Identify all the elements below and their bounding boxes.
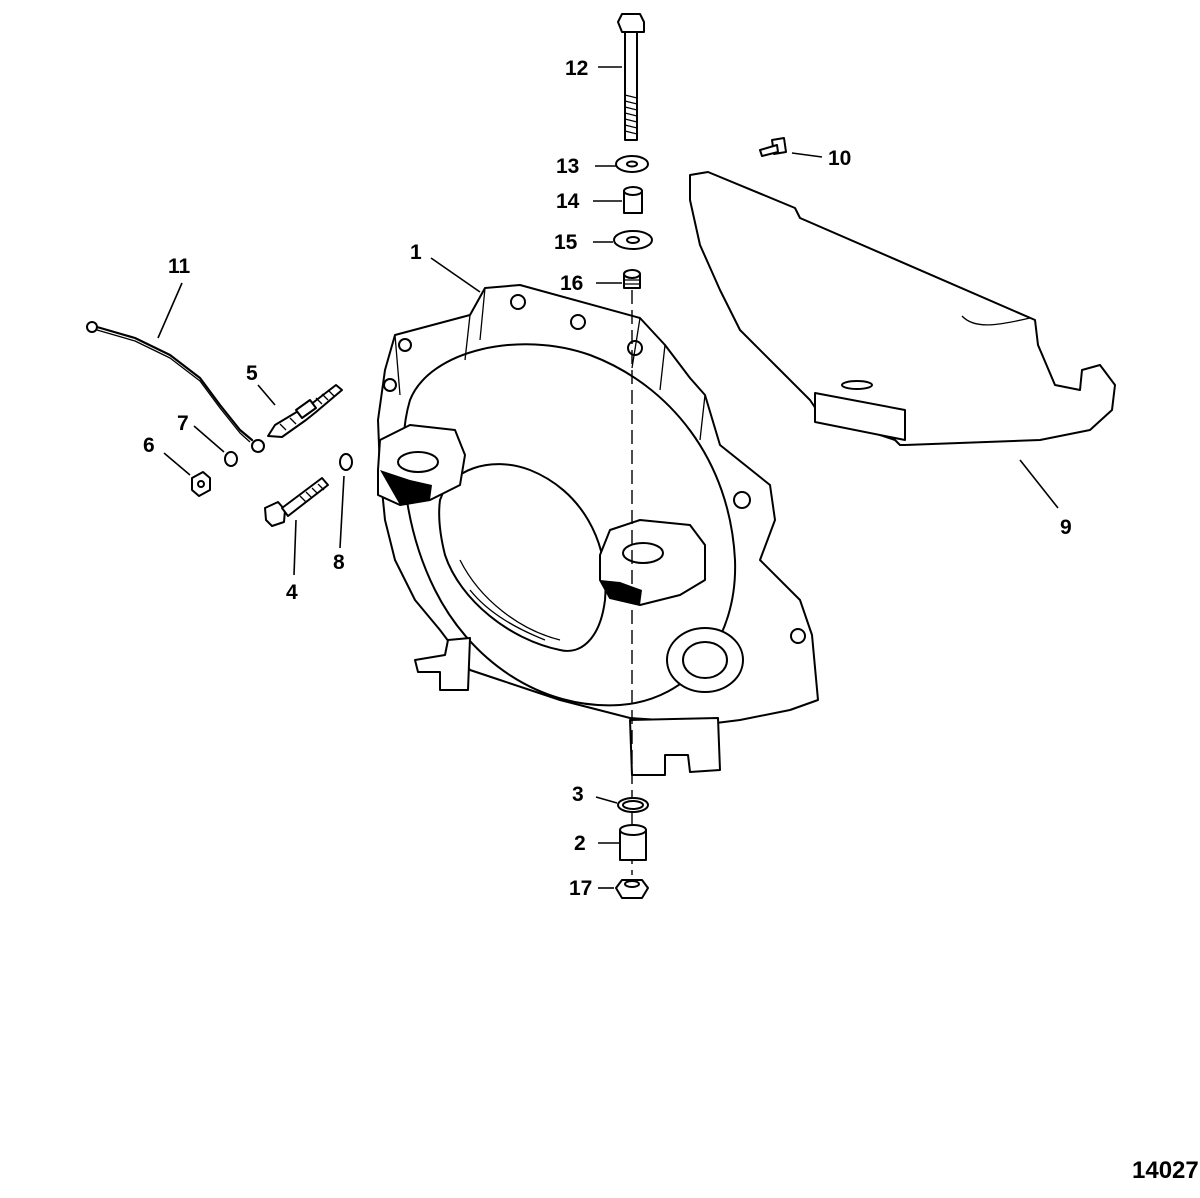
callout-11: 11 (168, 255, 191, 278)
grommet-16 (623, 269, 641, 289)
washer-15 (613, 230, 653, 250)
callout-2: 2 (574, 832, 586, 855)
bolt-12 (617, 13, 645, 141)
callout-8: 8 (333, 551, 345, 574)
bolt-4 (264, 477, 329, 527)
lock-washer-7 (224, 451, 238, 467)
ground-strap-11 (86, 321, 265, 453)
flywheel-housing (377, 284, 819, 776)
callout-6: 6 (143, 434, 155, 457)
callout-10: 10 (828, 147, 851, 170)
callout-7: 7 (177, 412, 189, 435)
spacer-14 (623, 186, 643, 214)
callout-17: 17 (569, 877, 592, 900)
callout-4: 4 (286, 581, 298, 604)
bushing-2 (619, 824, 647, 861)
leader-lines (157, 66, 1059, 889)
nut-17 (615, 879, 649, 899)
callout-5: 5 (246, 362, 258, 385)
screw-10 (759, 137, 787, 157)
nut-6 (191, 471, 211, 497)
callout-16: 16 (560, 272, 583, 295)
stud-5 (267, 384, 343, 438)
callout-12: 12 (565, 57, 588, 80)
callout-3: 3 (572, 783, 584, 806)
figure-number: 14027 (1132, 1157, 1199, 1184)
callout-1: 1 (410, 241, 422, 264)
callout-14: 14 (556, 190, 580, 213)
callout-9: 9 (1060, 516, 1072, 539)
washer-13 (615, 155, 649, 173)
callout-13: 13 (556, 155, 579, 178)
callout-15: 15 (554, 231, 578, 254)
washer-8 (339, 453, 353, 471)
cover-plate-9 (689, 171, 1116, 446)
ring-3 (617, 797, 649, 813)
